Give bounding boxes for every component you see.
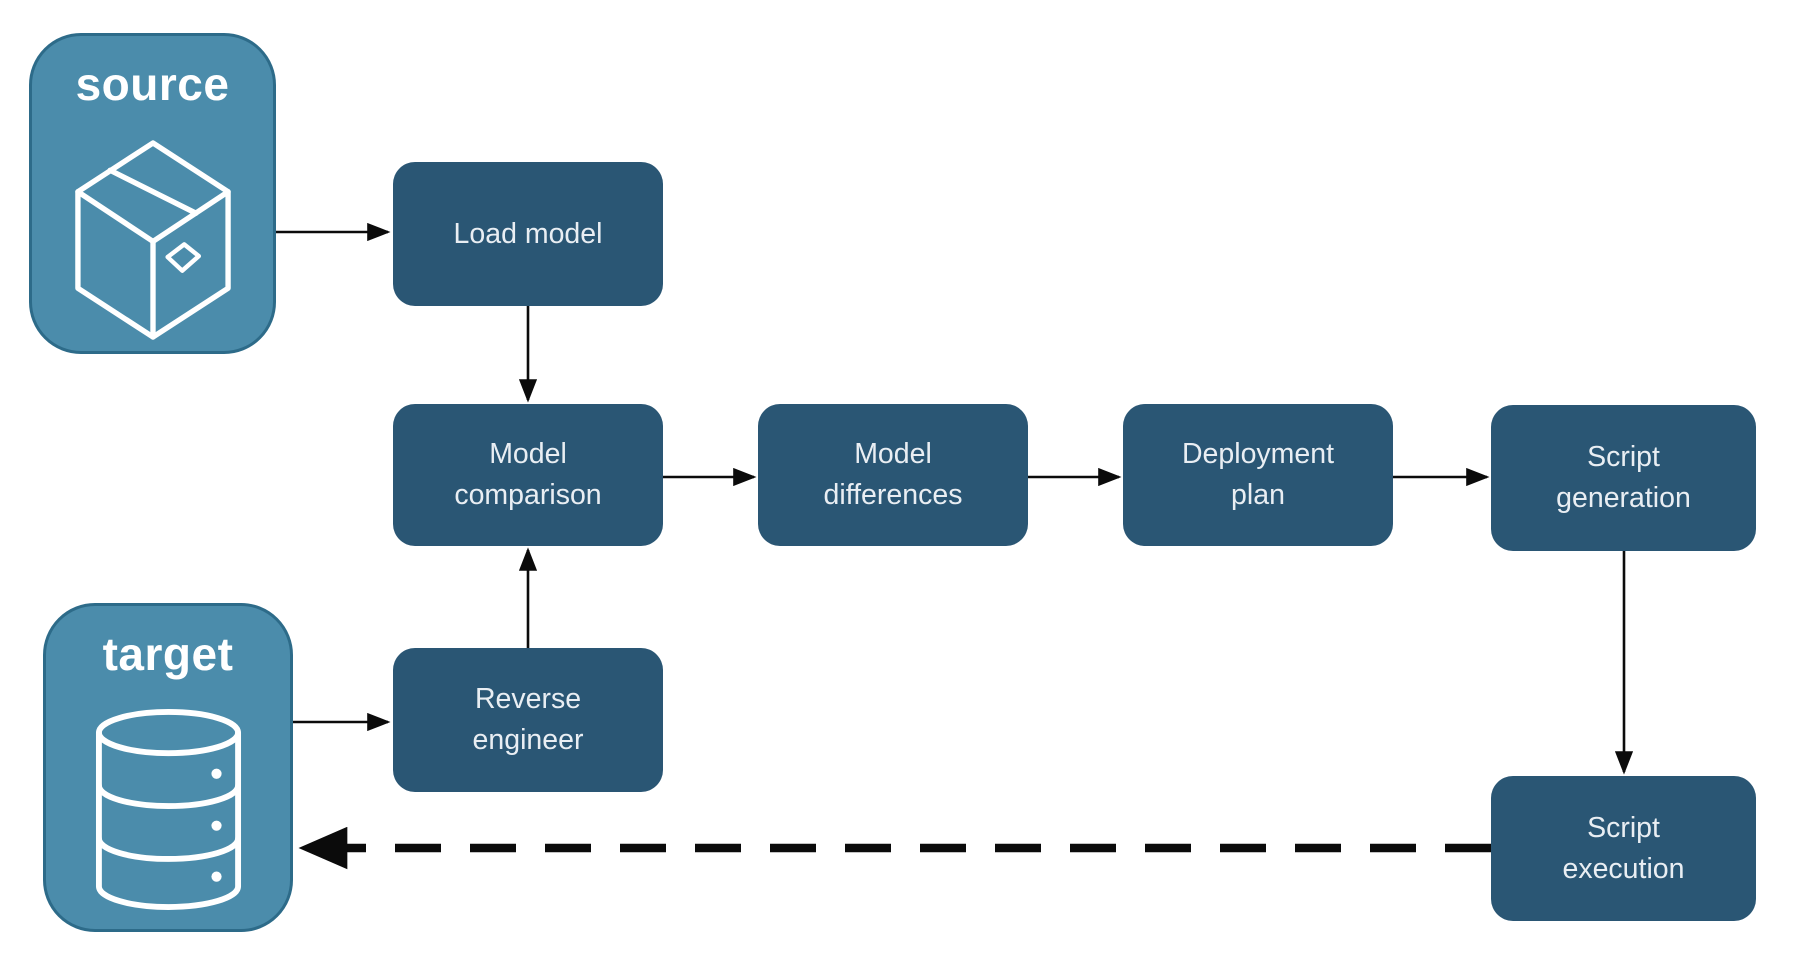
node-label: differences	[823, 479, 963, 511]
node-label: comparison	[454, 479, 602, 511]
target-label: target	[102, 628, 234, 680]
node-reverse-engineer: Reverse engineer	[393, 648, 663, 792]
node-label: Script	[1587, 811, 1660, 844]
node-label: generation	[1556, 482, 1691, 514]
node-label: engineer	[472, 724, 584, 756]
node-model-differences: Model differences	[758, 404, 1028, 546]
node-script-generation: Script generation	[1491, 405, 1756, 551]
node-model-comparison: Model comparison	[393, 404, 663, 546]
source-label: source	[75, 58, 230, 110]
node-deployment-plan: Deployment plan	[1123, 404, 1393, 546]
target-container: target	[43, 603, 293, 932]
node-script-execution: Script execution	[1491, 776, 1756, 921]
node-label: Reverse	[474, 683, 582, 715]
node-label: Deployment	[1181, 438, 1335, 470]
node-label: plan	[1231, 479, 1285, 511]
node-load-model: Load model	[393, 162, 663, 306]
package-icon	[74, 140, 231, 340]
node-label: Load model	[453, 217, 603, 250]
node-label: Model	[854, 438, 932, 470]
database-icon	[95, 708, 241, 910]
source-container: source	[29, 33, 276, 354]
node-label: Script	[1587, 441, 1660, 473]
node-label: execution	[1562, 852, 1685, 885]
node-label: Model	[489, 438, 567, 470]
